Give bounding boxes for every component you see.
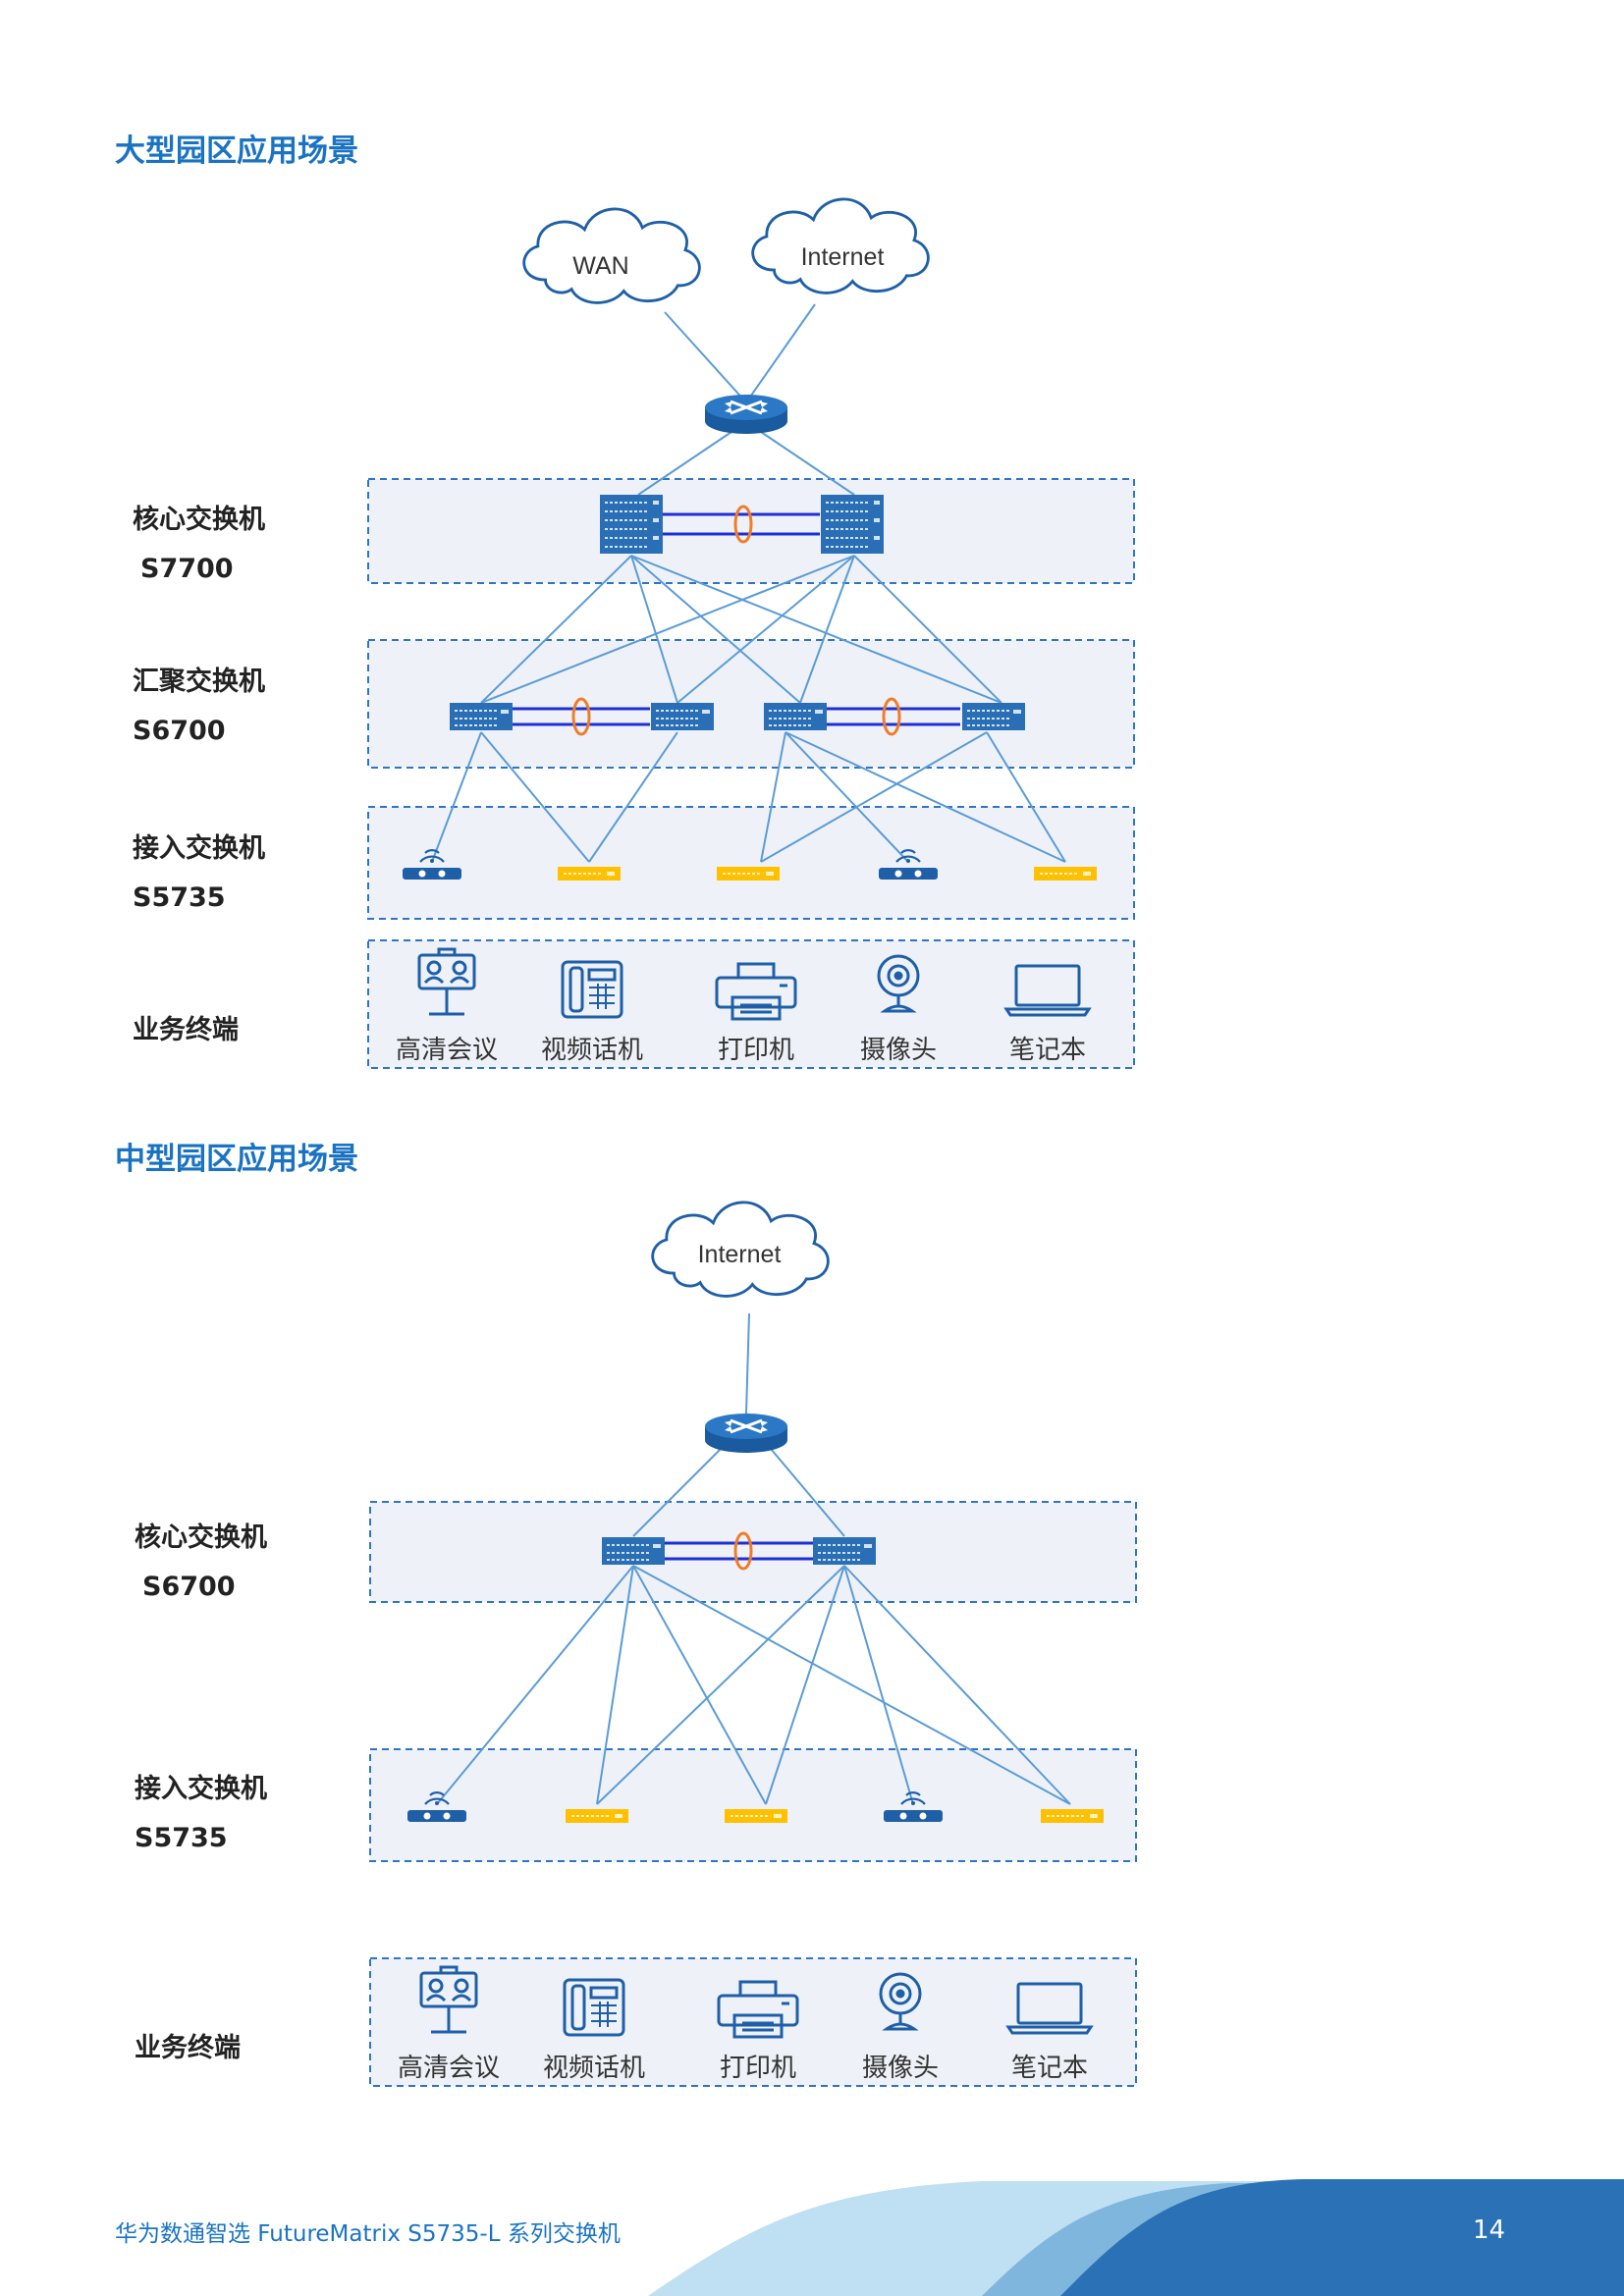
layer-name: 业务终端 [133,1015,239,1045]
switch-icon [601,1536,666,1566]
access-switch-icon [565,1808,629,1824]
large-campus-topology: WAN Internet 高清会议 视频话机 打印机 摄像头 笔记本 [367,197,1135,1069]
layer-label-access: 接入交换机 S5735 [135,1765,267,1863]
cloud-label: Internet [801,243,885,271]
layer-label-access: 接入交换机 S5735 [133,825,265,923]
medium-campus-topology: Internet 高清会议 视频话机 打印机 摄像头 笔记本 [369,1201,1137,2087]
layer-name: 接入交换机 [133,833,265,864]
layer-model: S7700 [140,554,234,584]
access-layer-panel [367,806,1135,920]
layer-model: S6700 [142,1572,236,1602]
terminal-label: 笔记本 [1009,1036,1086,1065]
layer-name: 核心交换机 [133,505,265,535]
layer-model: S5735 [133,882,226,913]
layer-label-terminal: 业务终端 [133,1006,239,1055]
footer-product-name: 华为数通智选 FutureMatrix S5735-L 系列交换机 [115,2221,621,2247]
router-icon [703,1412,789,1455]
section-title-large-campus: 大型园区应用场景 [115,133,358,169]
terminal-label: 摄像头 [860,1036,937,1065]
section-title-medium-campus: 中型园区应用场景 [115,1142,358,1177]
stack-links [513,512,960,726]
layer-name: 汇聚交换机 [133,667,265,697]
switch-icon [812,1536,877,1566]
access-switch-icon [1040,1808,1105,1824]
access-switch-icon [724,1808,788,1824]
access-layer-panel [369,1748,1137,1862]
layer-label-core: 核心交换机 S7700 [133,496,265,594]
terminal-label: 高清会议 [396,1036,498,1065]
cloud-label: Internet [698,1241,782,1268]
page-number: 14 [1473,2216,1506,2245]
layer-label-aggregation: 汇聚交换机 S6700 [133,658,265,756]
terminal-label: 笔记本 [1011,2054,1088,2083]
layer-model: S6700 [133,716,226,746]
terminal-label: 视频话机 [543,2054,645,2083]
terminal-label: 打印机 [718,1036,794,1065]
footer-wave-decoration [648,2179,1624,2296]
core-layer-panel [369,1501,1137,1603]
cloud-label: WAN [572,252,628,280]
terminal-label: 摄像头 [862,2054,939,2083]
layer-label-terminal: 业务终端 [135,2024,241,2073]
layer-model: S5735 [135,1823,228,1853]
layer-label-core: 核心交换机 S6700 [135,1514,267,1612]
stack-links [665,1541,813,1561]
layer-name: 核心交换机 [135,1522,267,1553]
terminal-label: 视频话机 [541,1036,643,1065]
layer-name: 业务终端 [135,2033,241,2063]
terminal-label: 打印机 [720,2054,796,2083]
terminal-label: 高清会议 [398,2054,500,2083]
network-links [436,1312,1071,1805]
network-links [431,303,1066,863]
layer-name: 接入交换机 [135,1774,267,1804]
